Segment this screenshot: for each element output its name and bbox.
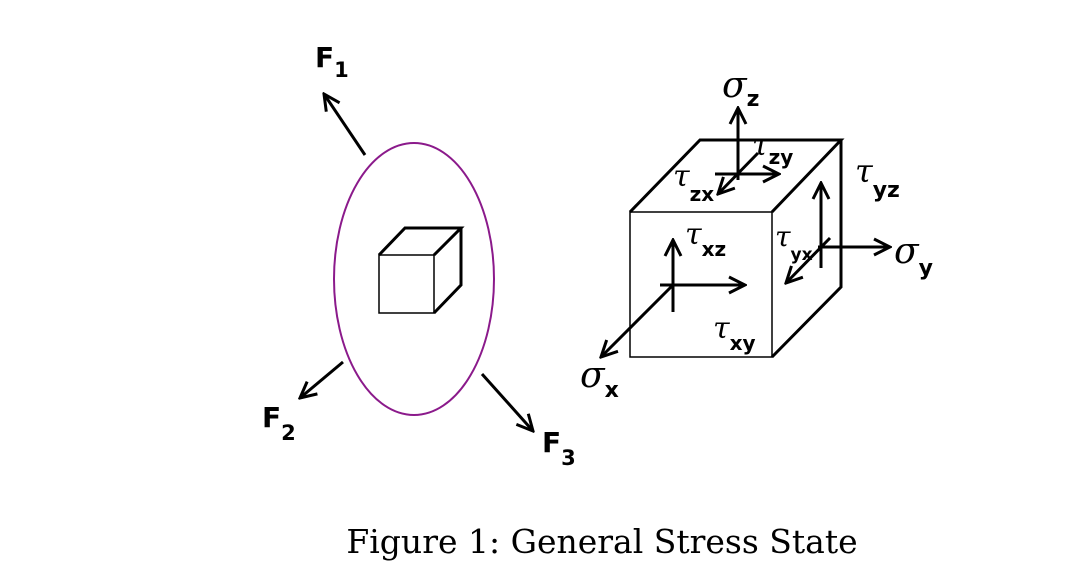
figure-caption-container: Figure 1: General Stress State [0,522,1080,561]
tau-yx-arrow [786,236,832,283]
force-arrow-f1 [324,94,367,156]
tau-xy-label: τxy [713,311,756,355]
sigma-y-label: σy [894,231,933,281]
force-label-f2: F2 [262,401,296,445]
tau-zy-label: τzy [752,128,793,169]
tau-zx-arrow [718,151,760,194]
tau-xz-label: τxz [685,217,726,261]
stress-element-diagram: σz σy σx τzy τzx τyz τxz τyx τxy [580,65,933,403]
sigma-x-arrow [601,283,675,357]
tau-yx-label: τyx [775,220,813,265]
stress-cube [628,138,845,359]
force-arrow-f2 [300,360,344,398]
body-boundary [333,142,495,416]
tau-yz-label: τyz [855,152,900,203]
loaded-body-diagram: F1 F2 F3 [262,41,576,470]
force-label-f1: F1 [315,41,349,82]
tau-zx-label: τzx [673,159,714,206]
sigma-x-label: σx [580,355,619,403]
force-arrow-f3 [480,372,533,431]
figure-caption: Figure 1: General Stress State [346,522,858,561]
sigma-z-label: σz [722,65,759,112]
small-element-cube [377,226,465,315]
force-label-f3: F3 [542,426,576,470]
